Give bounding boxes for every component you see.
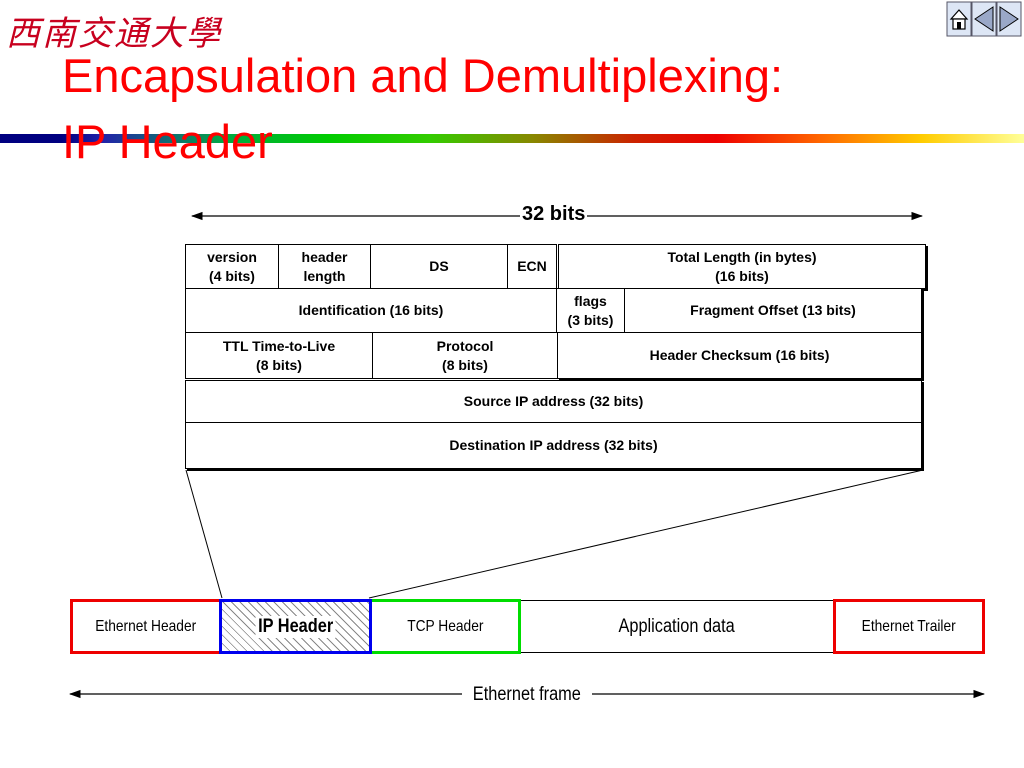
ethernet-header-label: Ethernet Header xyxy=(95,617,197,635)
bits-width-label: 32 bits xyxy=(520,203,588,226)
ttl-field: TTL Time-to-Live (8 bits) xyxy=(185,332,373,379)
application-data-segment: Application data xyxy=(518,600,836,653)
tcp-header-segment: TCP Header xyxy=(369,599,521,654)
ethernet-trailer-label: Ethernet Trailer xyxy=(861,617,957,635)
identification-field: Identification (16 bits) xyxy=(185,288,557,333)
ip-header-label: IP Header xyxy=(255,615,336,638)
ds-field: DS xyxy=(370,244,508,289)
slide-subtitle: IP Header xyxy=(62,115,273,168)
source-ip-field: Source IP address (32 bits) xyxy=(185,380,922,423)
ethernet-header-segment: Ethernet Header xyxy=(70,599,222,654)
ip-header-segment: IP Header xyxy=(219,599,372,654)
ethernet-frame-text: Ethernet frame xyxy=(472,684,581,705)
flags-field: flags (3 bits) xyxy=(556,288,625,333)
home-icon[interactable] xyxy=(946,1,972,37)
title-divider xyxy=(0,134,1024,143)
header-length-field: header length xyxy=(278,244,371,289)
version-field: version (4 bits) xyxy=(185,244,279,289)
header-checksum-field: Header Checksum (16 bits) xyxy=(557,332,922,379)
destination-ip-field: Destination IP address (32 bits) xyxy=(185,422,922,469)
next-slide-icon[interactable] xyxy=(996,1,1022,37)
ecn-field: ECN xyxy=(507,244,557,289)
university-logo: 西南交通大學 xyxy=(6,14,222,54)
application-data-label: Application data xyxy=(618,615,736,637)
zoom-line-right xyxy=(368,469,924,599)
prev-slide-icon[interactable] xyxy=(971,1,997,37)
zoom-line-left xyxy=(185,469,223,599)
ethernet-trailer-segment: Ethernet Trailer xyxy=(833,599,985,654)
slide-navigation xyxy=(946,1,1022,37)
tcp-header-label: TCP Header xyxy=(406,617,484,635)
protocol-field: Protocol (8 bits) xyxy=(372,332,558,379)
ethernet-frame-label: Ethernet frame xyxy=(462,684,592,706)
total-length-field: Total Length (in bytes) (16 bits) xyxy=(558,244,926,289)
fragment-offset-field: Fragment Offset (13 bits) xyxy=(624,288,922,333)
slide-title: Encapsulation and Demultiplexing: xyxy=(62,49,784,102)
